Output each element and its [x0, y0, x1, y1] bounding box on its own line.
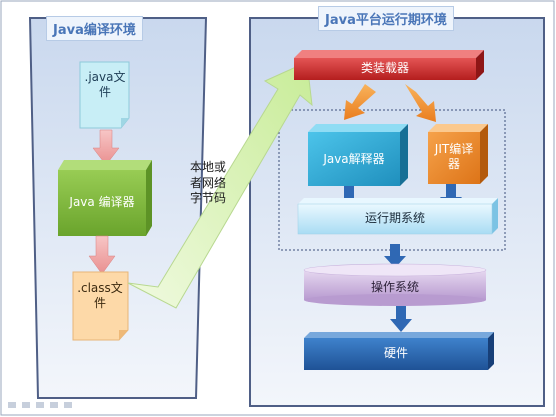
- os-label: 操作系统: [370, 280, 419, 294]
- class-loader-label: 类装载器: [360, 61, 409, 75]
- arrow-os-to-hardware: [390, 306, 412, 332]
- os-cylinder: [303, 263, 487, 306]
- class-loader-box: [294, 50, 484, 80]
- bytecode-arrow-label: 本地或者网络字节码: [190, 160, 227, 206]
- jvm-dashed-region: [278, 109, 506, 251]
- runtime-label: 运行期系统: [364, 211, 425, 225]
- class-file-label: .class文件: [77, 281, 123, 310]
- interpreter-label: Java解释器: [323, 152, 385, 166]
- compiler-box: [58, 160, 152, 236]
- slide-toolbar-icons: [8, 402, 72, 408]
- runtime-box: [297, 198, 498, 235]
- interpreter-box: [308, 124, 408, 186]
- left-panel-title: Java编译环境: [46, 16, 143, 41]
- hardware-box: [304, 332, 494, 370]
- class-file-doc: [72, 271, 129, 341]
- jit-label: JIT编译器: [434, 142, 474, 171]
- jit-box: [428, 124, 488, 184]
- right-panel-title: Java平台运行期环境: [318, 6, 454, 31]
- compiler-label: Java 编译器: [69, 195, 135, 209]
- java-file-label: .java文件: [84, 70, 126, 99]
- arrow-loader-to-jit: [405, 84, 436, 122]
- arrow-loader-to-interpreter: [344, 84, 376, 120]
- hardware-label: 硬件: [383, 346, 408, 360]
- arrow-runtime-to-os: [384, 244, 406, 268]
- arrow-java-to-compiler: [92, 129, 120, 166]
- java-file-doc: [79, 61, 130, 129]
- arrow-compiler-to-class: [88, 235, 116, 275]
